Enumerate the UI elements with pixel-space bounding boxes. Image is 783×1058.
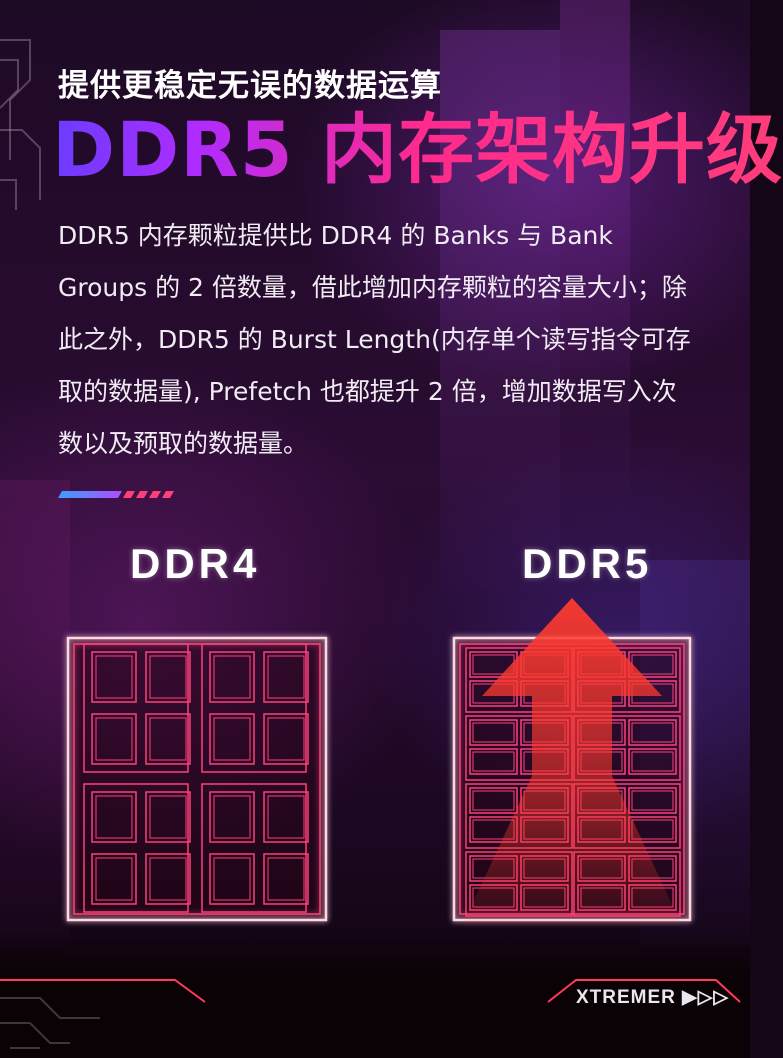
background-pillar bbox=[0, 480, 70, 960]
subtitle: 提供更稳定无误的数据运算 bbox=[58, 68, 442, 104]
ddr4-label: DDR4 bbox=[130, 540, 261, 587]
page-title: DDR5 内存架构升级 bbox=[52, 105, 783, 194]
brand-logo: XTREMER ▶▷▷ bbox=[576, 987, 730, 1008]
ddr5-label: DDR5 bbox=[522, 540, 653, 587]
bank-cell bbox=[469, 787, 518, 814]
bank-group bbox=[83, 783, 191, 913]
background-pillar bbox=[560, 0, 630, 520]
floor-shadow bbox=[0, 930, 750, 1058]
circuit-decoration bbox=[0, 39, 41, 210]
footer-frame-line bbox=[0, 979, 741, 1003]
bank-group bbox=[83, 643, 191, 773]
bank-cell bbox=[628, 748, 677, 775]
background-pillar bbox=[440, 30, 560, 590]
ddr4-chip-diagram bbox=[66, 636, 328, 922]
upgrade-arrow-icon bbox=[462, 598, 682, 926]
bank-cell bbox=[628, 787, 677, 814]
bank-cell bbox=[469, 719, 518, 746]
bank-cell bbox=[469, 748, 518, 775]
bank-cell bbox=[628, 719, 677, 746]
bank-group bbox=[201, 783, 309, 913]
section-divider bbox=[58, 491, 174, 498]
bank-group bbox=[201, 643, 309, 773]
description-text: DDR5 内存颗粒提供比 DDR4 的 Banks 与 Bank Groups … bbox=[58, 221, 691, 458]
circuit-decoration bbox=[0, 997, 100, 1049]
